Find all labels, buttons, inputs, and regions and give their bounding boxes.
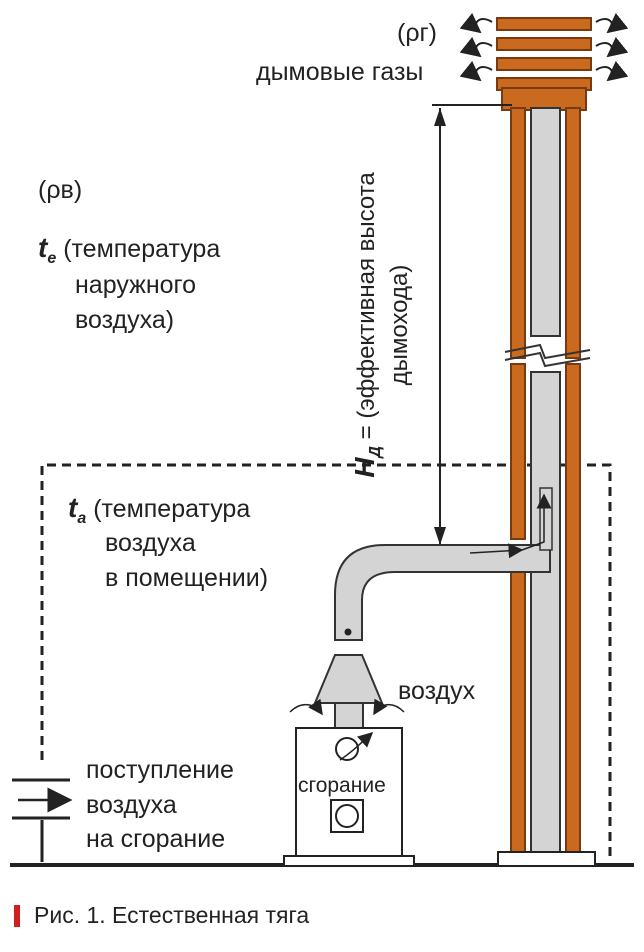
chimney-cap-top [501,87,587,111]
room-boundary [40,463,612,862]
chimney-wall-left-lower [510,363,526,540]
ta-line1: (температура [93,495,251,523]
chimney-wall-left-bottom [510,571,526,855]
heater-base [283,855,415,867]
arrow-up-icon [434,108,446,126]
chimney-cap-louver [496,57,592,71]
height-line2: дымохода) [386,264,413,386]
caption-marker [14,905,20,927]
effective-height-label: HД = (эффективная высота дымохода) [349,125,420,525]
intake-line2: воздуха [86,791,177,819]
rho-v-label: (ρв) [38,176,83,204]
chimney-base [497,851,596,867]
curved-arrow-icon [595,12,629,34]
figure-caption: Рис. 1. Естественная тяга [34,902,310,928]
fan-icon [335,804,359,828]
chimney-wall-right-lower [565,363,581,855]
height-symbol: H [349,457,380,478]
chimney [496,17,596,867]
chimney-cap-louver [496,17,592,31]
curved-arrow-icon [373,698,405,716]
air-label: воздух [398,677,476,705]
flue-liner-upper [530,107,561,337]
draft-hood [313,654,384,704]
height-sub: Д [367,446,384,458]
flue-liner-lower [530,371,561,855]
arrow-down-icon [434,527,446,545]
curved-arrow-icon [459,36,493,58]
height-dimension [426,104,545,549]
curved-arrow-icon [339,731,374,761]
room-temp-line3: в помещении) [105,564,269,592]
chimney-wall-left-upper [510,107,526,359]
air-intake-opening [12,778,73,820]
heater [283,654,415,867]
curved-arrow-icon [289,698,323,716]
outdoor-temp-line3: воздуха) [75,306,175,334]
height-eq: = [353,418,380,446]
room-temp-label: ta (температура [68,492,250,528]
curved-arrow-icon [595,36,629,58]
outdoor-temp-line2: наружного [75,271,197,299]
rho-g-label: (ρг) [397,19,437,47]
heater-body [295,727,403,859]
chimney-break [504,351,591,368]
chimney-break [504,343,591,360]
curved-arrow-icon [595,60,629,82]
intake-line3: на сгорание [86,825,226,853]
curved-arrow-icon [459,12,493,34]
flue-gas-swirls [459,12,629,82]
circle-icon [335,737,359,761]
te-sub: e [47,250,57,267]
flow-arrow-icon [469,543,524,559]
room-temp-line2: воздуха [105,529,196,557]
ta-symbol: t [68,492,78,523]
outdoor-temp-label: te (температура [38,232,220,268]
combustion-label: сгорание [298,774,386,797]
damper-dot [344,628,352,636]
flue-gases-label: дымовые газы [256,58,424,86]
chimney-cap-louver [496,37,592,51]
intake-line1: поступление [86,756,234,784]
chimney-wall-right-upper [565,107,581,359]
curved-arrow-icon [459,60,493,82]
height-text1: (эффективная высота [353,172,380,419]
height-line1: HД = (эффективная высота [349,125,385,525]
te-line1: (температура [63,235,221,263]
te-symbol: t [38,232,48,263]
heater-neck [334,702,364,729]
ta-sub: a [77,510,87,527]
connector-pipe [334,487,553,641]
